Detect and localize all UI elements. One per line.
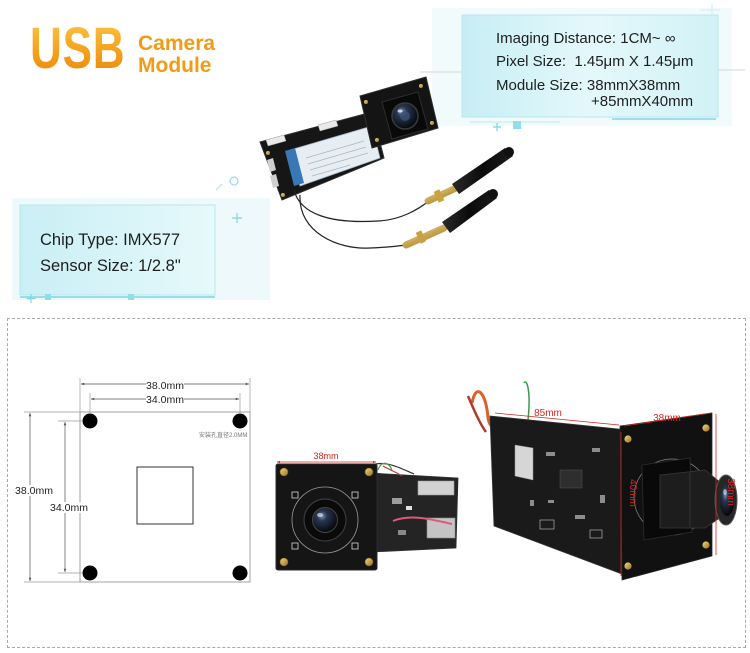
mounting-hole — [82, 413, 98, 429]
board-height-label: 40mm — [627, 479, 638, 507]
mounting-hole — [232, 413, 248, 429]
outer-height-label: 38.0mm — [15, 485, 53, 497]
spec-sensor-size: Sensor Size: 1/2.8" — [40, 257, 181, 275]
board-outline — [79, 411, 251, 583]
spec-module-size-extra: +85mmX40mm — [591, 93, 694, 110]
board-length-label: 85mm — [534, 408, 562, 419]
left-spec-panel-bg — [12, 176, 270, 303]
dimension-drawing: 安装孔直径2.0MM 38.0mm 34.0mm 38.0mm 34.0mm — [14, 378, 251, 583]
antenna — [424, 147, 514, 205]
hole-spacing-height-label: 34.0mm — [50, 502, 88, 514]
sensor-outline — [136, 466, 194, 525]
antenna — [402, 189, 498, 249]
title-module: Module — [138, 54, 212, 77]
spec-pixel-size: Pixel Size: 1.45μm X 1.45μm — [496, 53, 694, 70]
top-right-spec-panel-bg — [420, 4, 745, 131]
front-width-label: 38mm — [313, 451, 338, 461]
spec-imaging-distance: Imaging Distance: 1CM~ ∞ — [496, 30, 676, 47]
flex-print-lines — [305, 140, 369, 177]
title-usb: USB — [30, 16, 126, 81]
product-photo — [259, 76, 514, 249]
antenna-cable — [293, 189, 431, 223]
front-lens — [312, 507, 338, 533]
title-camera: Camera — [138, 32, 216, 55]
side-photo: 85mm 38mm 40mm 38mm — [466, 381, 738, 581]
mounting-hole — [82, 565, 98, 581]
main-pcb — [489, 415, 631, 578]
mounting-hole — [232, 565, 248, 581]
front-photo: 38mm — [275, 451, 459, 571]
antenna-cable — [299, 194, 411, 249]
camera-width-label: 38mm — [653, 413, 681, 424]
spec-module-size: Module Size: 38mmX38mm — [496, 77, 681, 94]
board-connectors — [265, 119, 339, 197]
flex-connector — [285, 148, 304, 186]
outer-width-label: 38.0mm — [146, 380, 184, 392]
spec-chip-type: Chip Type: IMX577 — [40, 231, 181, 249]
hole-note: 安装孔直径2.0MM — [199, 431, 247, 439]
camera-height-label: 38mm — [725, 478, 736, 506]
hole-spacing-width-label: 34.0mm — [146, 394, 184, 406]
